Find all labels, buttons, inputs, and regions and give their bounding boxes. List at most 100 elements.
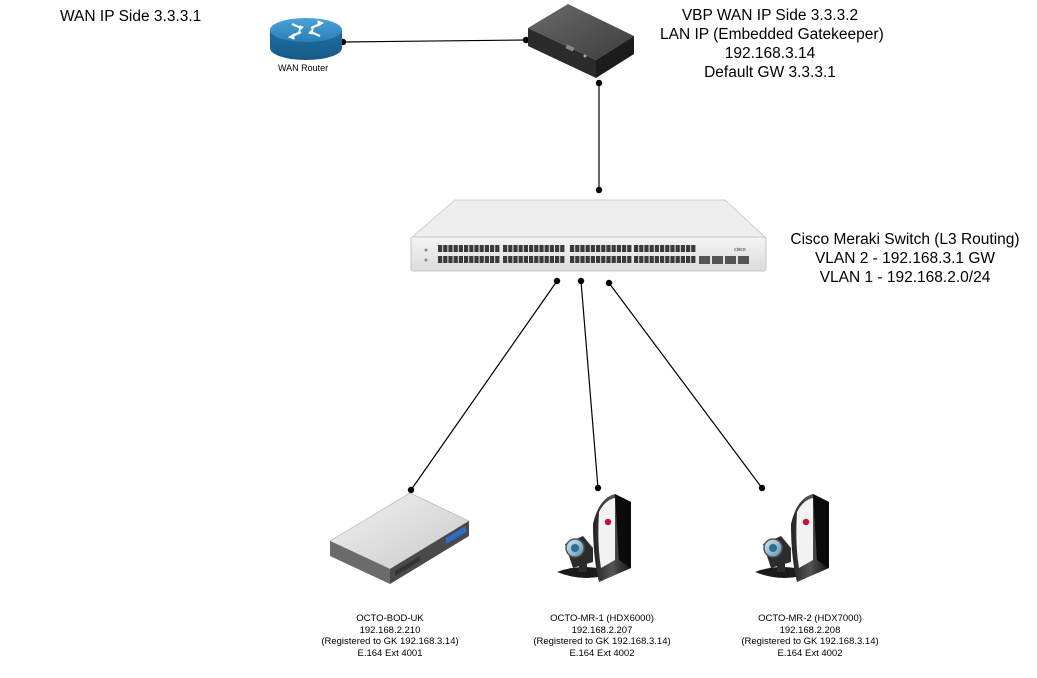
- link-router-vbp: [342, 39, 527, 43]
- switch-port: [654, 256, 659, 263]
- meraki-switch-icon: cisco: [409, 199, 768, 272]
- device-registration: (Registered to GK 192.168.3.14): [741, 636, 879, 647]
- switch-port: [518, 256, 523, 263]
- switch-port: [490, 245, 495, 252]
- switch-port: [660, 245, 665, 252]
- switch-port: [555, 256, 560, 263]
- connections: [342, 39, 763, 491]
- switch-port: [443, 256, 448, 263]
- switch-info-label: Cisco Meraki Switch (L3 Routing) VLAN 2 …: [783, 230, 1027, 287]
- switch-port: [484, 256, 489, 263]
- switch-port: [513, 245, 518, 252]
- switch-port: [560, 256, 565, 263]
- switch-port: [513, 256, 518, 263]
- switch-port: [649, 245, 654, 252]
- switch-port: [622, 256, 627, 263]
- connection-endpoints: [339, 36, 766, 494]
- switch-port: [596, 256, 601, 263]
- switch-port: [570, 245, 575, 252]
- vbp-appliance-icon: [528, 4, 634, 78]
- switch-port: [675, 256, 680, 263]
- switch-port: [458, 245, 463, 252]
- switch-port: [622, 245, 627, 252]
- switch-port: [534, 256, 539, 263]
- switch-port: [503, 245, 508, 252]
- video-conference-endpoint-icon: [557, 494, 631, 582]
- switch-vlan2: VLAN 2 - 192.168.3.1 GW: [814, 250, 996, 267]
- switch-port: [644, 256, 649, 263]
- switch-port: [575, 256, 580, 263]
- switch-port: [575, 245, 580, 252]
- switch-port: [686, 256, 691, 263]
- server-appliance-icon: [329, 492, 470, 584]
- switch-port: [464, 256, 469, 263]
- switch-port: [680, 245, 685, 252]
- switch-port: [544, 256, 549, 263]
- switch-port: [518, 245, 523, 252]
- switch-port: [680, 256, 685, 263]
- switch-logo: cisco: [734, 247, 746, 253]
- switch-port: [665, 256, 670, 263]
- vbp-info-label: VBP WAN IP Side 3.3.3.2 LAN IP (Embedded…: [660, 6, 884, 82]
- switch-port: [539, 245, 544, 252]
- switch-port: [660, 256, 665, 263]
- switch-port: [560, 245, 565, 252]
- vbp-lan-ip: LAN IP (Embedded Gatekeeper): [660, 26, 884, 43]
- video-conference-endpoint-icon: [755, 494, 829, 582]
- switch-port: [670, 245, 675, 252]
- switch-port: [627, 256, 632, 263]
- switch-port: [523, 256, 528, 263]
- switch-port: [585, 256, 590, 263]
- switch-title: Cisco Meraki Switch (L3 Routing): [790, 231, 1020, 248]
- switch-port: [644, 245, 649, 252]
- switch-port: [611, 245, 616, 252]
- switch-port: [580, 256, 585, 263]
- switch-port: [479, 245, 484, 252]
- link-switch-mr2: [608, 282, 763, 489]
- switch-port: [448, 245, 453, 252]
- switch-port: [438, 256, 443, 263]
- device-extension: E.164 Ext 4002: [777, 647, 843, 659]
- switch-port: [590, 245, 595, 252]
- switch-port: [508, 245, 513, 252]
- switch-port: [529, 256, 534, 263]
- switch-port: [479, 256, 484, 263]
- device-name: OCTO-MR-1 (HDX6000): [550, 613, 654, 624]
- device-extension: E.164 Ext 4002: [569, 647, 635, 659]
- device-name: OCTO-BOD-UK: [356, 613, 424, 624]
- switch-port: [580, 245, 585, 252]
- switch-vlan1: VLAN 1 - 192.168.2.0/24: [819, 269, 991, 286]
- switch-port: [654, 245, 659, 252]
- switch-port: [523, 245, 528, 252]
- switch-port: [469, 256, 474, 263]
- device-ip: 192.168.2.207: [571, 624, 633, 636]
- switch-port: [616, 256, 621, 263]
- switch-port: [675, 245, 680, 252]
- switch-port: [443, 245, 448, 252]
- wan-ip-label: WAN IP Side 3.3.3.1: [60, 8, 202, 25]
- switch-port: [639, 256, 644, 263]
- switch-port: [438, 245, 443, 252]
- switch-port: [534, 245, 539, 252]
- switch-port: [539, 256, 544, 263]
- switch-port: [549, 256, 554, 263]
- switch-port: [484, 245, 489, 252]
- link-switch-mr1: [580, 280, 599, 489]
- switch-port: [529, 245, 534, 252]
- switch-port: [639, 245, 644, 252]
- switch-port: [474, 256, 479, 263]
- switch-port: [691, 245, 696, 252]
- switch-port: [474, 245, 479, 252]
- switch-port: [453, 245, 458, 252]
- device-extension: E.164 Ext 4001: [357, 647, 423, 659]
- switch-port: [508, 256, 513, 263]
- switch-port: [606, 256, 611, 263]
- router-icon: [270, 18, 342, 60]
- switch-port: [549, 245, 554, 252]
- device-ip: 192.168.2.210: [359, 624, 421, 636]
- switch-port: [495, 256, 500, 263]
- switch-port: [453, 256, 458, 263]
- switch-port: [611, 256, 616, 263]
- switch-port: [686, 245, 691, 252]
